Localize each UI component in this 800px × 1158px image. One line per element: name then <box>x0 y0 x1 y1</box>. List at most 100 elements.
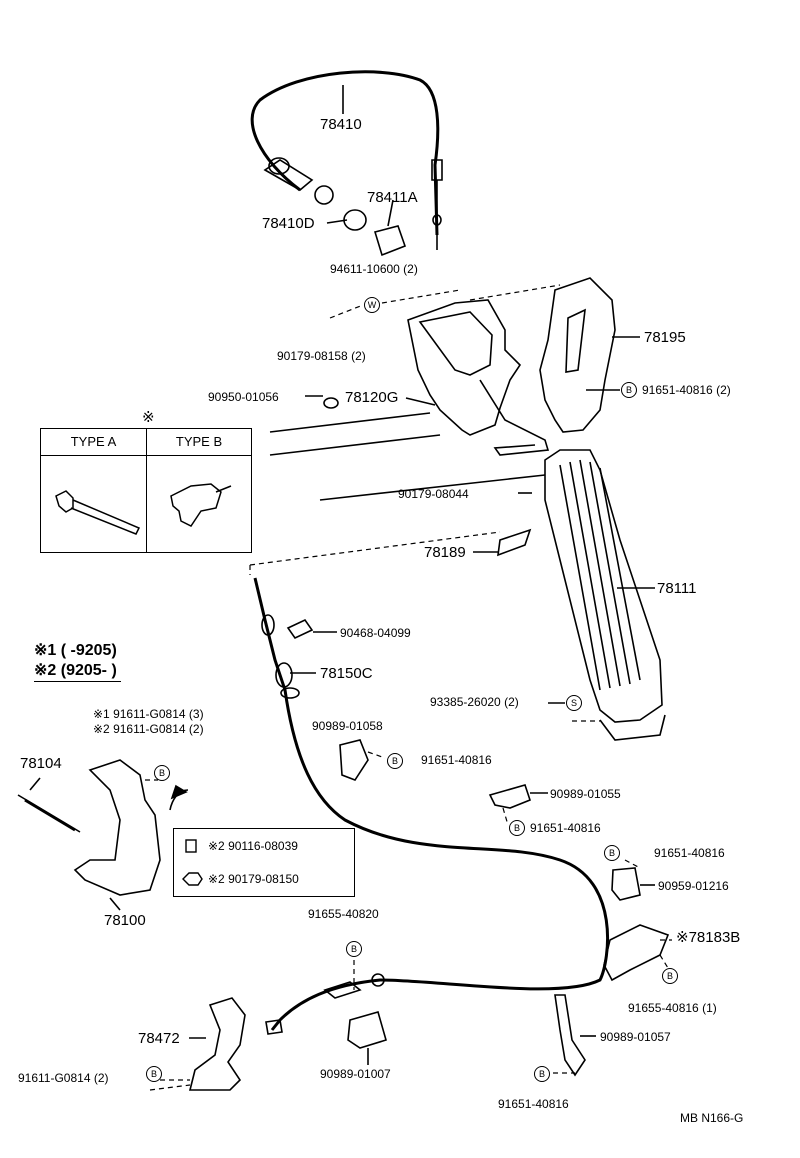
ref-mark: ※ <box>142 409 155 426</box>
type-box: TYPE A TYPE B <box>40 428 252 553</box>
clip-90468 <box>286 618 314 640</box>
note-ref1: ※1 <box>93 707 110 721</box>
bolt-78189 <box>497 528 532 557</box>
dash-91611-bottom-2 <box>149 1084 191 1091</box>
leader-78410D <box>326 219 348 224</box>
ref-mark-78183B: ※ <box>676 929 689 946</box>
label-94611-10600: 94611-10600 (2) <box>330 262 418 276</box>
pedal-78111 <box>544 449 663 723</box>
cable-inline-fitting <box>323 981 362 999</box>
label-78410D: 78410D <box>262 215 315 232</box>
plate-78195-slot <box>565 308 586 373</box>
fastener-90179-text: 90179-08150 <box>228 872 299 886</box>
fw-line-3 <box>319 474 546 501</box>
label-78183B-text: 78183B <box>688 929 741 946</box>
bolt-b-marker-01055: B <box>509 820 525 836</box>
type-b-part <box>170 483 232 527</box>
dash-01058 <box>367 751 386 759</box>
label-91651-40816-b: 91651-40816 <box>530 821 601 835</box>
label-90989-01007: 90989-01007 <box>320 1067 391 1081</box>
label-91655-40820: 91655-40820 <box>308 907 379 921</box>
arrow-head <box>170 784 188 800</box>
note-91611-2-text: 91611-G0814 (2) <box>113 722 204 736</box>
bolt-b-marker-01058: B <box>387 753 403 769</box>
fastener-90116-ref: ※2 <box>208 839 225 853</box>
label-90989-01055: 90989-01055 <box>550 787 621 801</box>
bushing-78411A <box>373 225 407 257</box>
cable-78410-tip <box>432 214 442 226</box>
bracket-78183B <box>603 924 670 982</box>
dash-01055 <box>502 807 509 826</box>
bracket-78100 <box>73 759 161 896</box>
stud-90116-icon <box>185 839 197 853</box>
leader-78104 <box>29 777 41 791</box>
label-91611-G0814-2: 91611-G0814 (2) <box>18 1071 109 1085</box>
label-90959-01216: 90959-01216 <box>658 879 729 893</box>
fastener-90179-ref: ※2 <box>208 872 225 886</box>
note-91611-2: ※2 91611-G0814 (2) <box>93 723 204 735</box>
label-91651-40816-d: 91651-40816 <box>498 1097 569 1111</box>
clamp-90959-01216 <box>611 867 641 901</box>
pedal-ribs <box>559 459 641 691</box>
label-78150C: 78150C <box>320 665 373 682</box>
cable-78410 <box>250 70 440 236</box>
dash-w-clip <box>329 304 364 319</box>
bracket-90989-01007 <box>347 1011 387 1049</box>
pedal-bottom-bracket <box>599 714 666 741</box>
fastener-90116-text: 90116-08039 <box>228 839 298 853</box>
type-b-header: TYPE B <box>147 429 251 456</box>
label-78120G: 78120G <box>345 389 399 406</box>
dash-bracket-top <box>469 284 561 301</box>
fastener-icons <box>182 839 203 886</box>
cable-78150C <box>253 577 610 1031</box>
fw-line-1 <box>269 412 431 433</box>
legend-line-2: ※2 (9205- ) <box>34 661 121 682</box>
bolt-b-marker-90959: B <box>604 845 620 861</box>
label-91655-40816: 91655-40816 (1) <box>628 1001 717 1015</box>
cable-end-ring <box>314 185 334 205</box>
label-90989-01057: 90989-01057 <box>600 1030 671 1044</box>
dash-cable-bracket <box>249 531 501 566</box>
bolt-b-marker-top: B <box>621 382 637 398</box>
label-78472: 78472 <box>138 1030 180 1047</box>
rod-78104-body <box>24 798 76 832</box>
label-78189: 78189 <box>424 544 466 561</box>
leader-78100 <box>109 897 121 911</box>
label-91651-40816-a: 91651-40816 <box>421 753 492 767</box>
label-78195: 78195 <box>644 329 686 346</box>
dash-91655-r <box>659 954 669 969</box>
note-91611-1: ※1 91611-G0814 (3) <box>93 708 204 720</box>
plate-78195 <box>539 277 616 433</box>
label-78104: 78104 <box>20 755 62 772</box>
cable-fitting-2 <box>275 662 293 688</box>
label-91651-40816-c: 91651-40816 <box>654 846 725 860</box>
label-90179-08044: 90179-08044 <box>398 487 469 501</box>
leader-78120G <box>405 397 436 406</box>
fw-line-2 <box>269 434 441 456</box>
label-78410: 78410 <box>320 116 362 133</box>
label-93385-26020: 93385-26020 (2) <box>430 695 519 709</box>
type-a-header: TYPE A <box>41 429 146 456</box>
label-78183B: ※78183B <box>676 930 740 945</box>
cable-inline-ring <box>371 973 385 987</box>
note-ref2: ※2 <box>93 722 110 736</box>
nut-78410D <box>343 209 367 231</box>
label-90950-01056: 90950-01056 <box>208 390 279 404</box>
bracket-78120G <box>407 299 522 436</box>
bracket-90989-01057 <box>554 994 586 1077</box>
label-90989-01058: 90989-01058 <box>312 719 383 733</box>
type-divider <box>146 429 147 552</box>
grommet-90950 <box>323 397 339 409</box>
diagram-code: MB N166-G <box>680 1111 744 1125</box>
pedal-arm <box>479 379 550 456</box>
screw-s-marker: S <box>566 695 582 711</box>
label-91651-40816-2: 91651-40816 (2) <box>642 383 731 397</box>
bolt-b-marker-40820: B <box>346 941 362 957</box>
bolt-b-marker-78472: B <box>146 1066 162 1082</box>
clamp-90989-01058 <box>339 739 369 781</box>
bolt-b-marker-78100: B <box>154 765 170 781</box>
label-90179-08158: 90179-08158 (2) <box>277 349 366 363</box>
bolt-b-marker-78183B: B <box>662 968 678 984</box>
